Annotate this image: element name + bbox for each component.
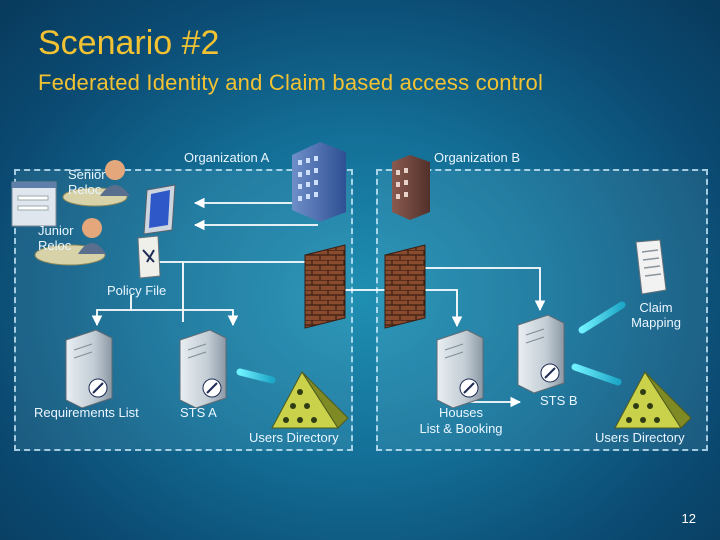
claim-mapping-document-icon [635, 239, 667, 295]
claim-mapping-label-1: Claim [639, 300, 673, 315]
users-directory-a-icon [271, 371, 349, 429]
houses-label-1: Houses [438, 405, 484, 420]
junior-reloc-label-1: Junior [38, 223, 74, 238]
houses-label-2: List & Booking [419, 421, 503, 436]
policy-file-label: Policy File [107, 283, 167, 298]
sts-b-label: STS B [540, 393, 578, 408]
application-window-icon [11, 181, 57, 227]
claim-mapping-label-2: Mapping [631, 315, 681, 330]
firewall-a-icon [304, 244, 346, 329]
junior-user-icon [34, 218, 106, 266]
senior-reloc-label-2: Reloc [68, 182, 102, 197]
junior-reloc-label-2: Reloc [38, 238, 72, 253]
page-number: 12 [681, 511, 696, 526]
tablet-device-icon [143, 184, 176, 235]
organization-b-building-icon [392, 155, 430, 220]
requirements-list-label: Requirements List [34, 405, 139, 420]
trust-link-arrows [236, 301, 626, 386]
organization-a-label: Organization A [184, 150, 270, 165]
users-directory-a-label: Users Directory [249, 430, 339, 445]
organization-b-label: Organization B [434, 150, 520, 165]
requirements-list-server-icon [65, 329, 113, 409]
sts-a-server-icon [179, 329, 227, 409]
users-directory-b-icon [614, 371, 692, 429]
houses-server-icon [436, 329, 484, 409]
sts-b-server-icon [517, 314, 565, 394]
organization-a-building-icon [292, 142, 346, 222]
firewall-b-icon [384, 244, 426, 329]
sts-a-label: STS A [180, 405, 217, 420]
slide-title: Scenario #2 [38, 24, 220, 62]
users-directory-b-label: Users Directory [595, 430, 685, 445]
senior-reloc-label-1: Senior [68, 167, 106, 182]
senior-user-icon [62, 160, 130, 207]
policy-file-icon [137, 235, 161, 279]
slide-subtitle: Federated Identity and Claim based acces… [38, 70, 544, 95]
